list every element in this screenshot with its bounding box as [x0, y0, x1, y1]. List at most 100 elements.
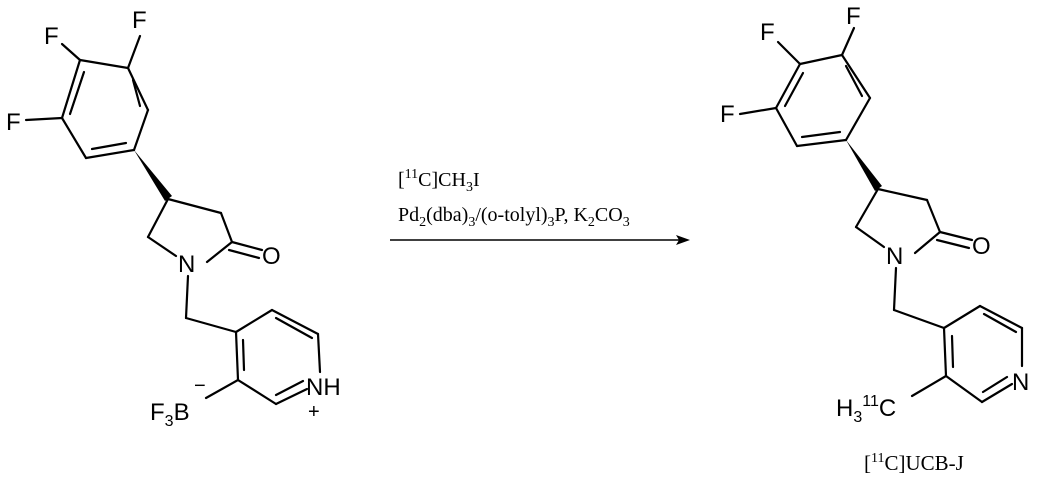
bond — [146, 197, 170, 239]
bond — [738, 106, 778, 116]
carbonyl-oxygen: O — [972, 233, 991, 260]
subscript: 2 — [588, 215, 595, 230]
bond — [798, 53, 844, 66]
bond — [146, 235, 178, 258]
fluorine-atom: F — [132, 7, 147, 34]
pyridinium-nh: NH — [306, 374, 341, 401]
isotope-superscript: 11 — [405, 167, 418, 182]
bf3-fluorine: F — [150, 399, 165, 426]
subscript: 2 — [419, 215, 426, 230]
bond — [227, 248, 261, 260]
bond — [844, 64, 864, 98]
bond — [935, 238, 971, 250]
bond — [854, 225, 886, 249]
lactam-nitrogen: N — [886, 243, 903, 270]
fluorine-atom: F — [720, 101, 735, 128]
bond — [274, 379, 305, 397]
bond — [205, 240, 234, 264]
bond — [840, 53, 872, 100]
bond — [184, 316, 238, 334]
bond — [274, 316, 314, 340]
methyl-iodide-text: C]CH — [418, 169, 466, 191]
bond — [274, 387, 309, 406]
positive-charge: + — [308, 401, 320, 423]
subscript: 3 — [623, 215, 630, 230]
bond — [60, 116, 88, 160]
bond — [78, 58, 130, 70]
bond — [84, 148, 136, 160]
bond — [892, 308, 946, 330]
bf3-subscript: 3 — [165, 413, 174, 430]
carbonate-text: CO — [595, 204, 623, 226]
bond — [132, 108, 150, 152]
fluorine-atom: F — [846, 3, 861, 30]
methyl-hydrogen: H — [836, 395, 853, 422]
bond — [942, 304, 982, 330]
bond — [840, 26, 856, 57]
bond — [204, 378, 240, 400]
fluorine-atom: F — [6, 109, 21, 136]
bond — [234, 308, 274, 334]
bond — [800, 130, 842, 139]
bond — [844, 96, 872, 142]
precursor-molecule: F F F N O NH + − F3B — [6, 7, 341, 430]
bond — [925, 198, 942, 234]
subscript: 3 — [466, 180, 473, 195]
dba-text: (dba) — [426, 204, 468, 226]
wedge-bond — [134, 150, 172, 201]
bond — [938, 230, 974, 242]
subscript: 3 — [468, 215, 475, 230]
bond — [876, 187, 929, 202]
conditions-line-1: [11C]CH3I — [398, 167, 480, 195]
fluorine-atom: F — [44, 23, 59, 50]
pyridine-nitrogen: N — [1012, 369, 1029, 396]
bond — [944, 374, 984, 404]
fluorine-atom: F — [760, 19, 775, 46]
bond — [60, 58, 82, 120]
bond — [241, 338, 246, 372]
bond — [776, 40, 802, 66]
bond — [126, 66, 150, 112]
bond — [980, 382, 1014, 404]
carbon-11-methyl-label: H311C — [836, 393, 896, 426]
subscript: 3 — [548, 215, 555, 230]
bond — [981, 375, 1009, 394]
boron-atom: B — [174, 399, 190, 426]
bond — [774, 62, 802, 110]
methyl-carbon: C — [879, 395, 896, 422]
isotope-superscript: 11 — [862, 393, 879, 410]
conditions-line-2: Pd2(dba)3/(o-tolyl)3P, K2CO3 — [398, 204, 630, 230]
bond — [774, 106, 799, 148]
bond — [234, 330, 240, 382]
bond — [910, 374, 948, 398]
phosphine-potassium-text: P, K — [555, 204, 589, 226]
lactam-nitrogen: N — [178, 251, 195, 278]
bond — [795, 138, 848, 148]
palladium-text: Pd — [398, 204, 419, 226]
bond — [942, 326, 948, 378]
negative-charge: − — [194, 375, 206, 397]
bond — [131, 78, 142, 108]
iodine-text: I — [473, 169, 480, 191]
bond — [230, 240, 264, 252]
reaction-arrow-head — [676, 235, 690, 245]
bond — [184, 274, 190, 320]
product-molecule: F F F N O N H311C — [720, 3, 1029, 426]
bond — [68, 70, 86, 116]
tolyl-text: /(o-tolyl) — [475, 204, 547, 226]
bond — [166, 197, 223, 215]
bond — [316, 332, 322, 374]
bond — [913, 230, 942, 255]
compound-name: C]UCB-J — [884, 451, 963, 475]
bond — [236, 378, 278, 406]
bond — [978, 304, 1024, 330]
bond — [60, 42, 82, 62]
bracket-text: [ — [398, 169, 405, 191]
bond — [126, 34, 142, 70]
bond — [950, 334, 955, 369]
bond — [892, 266, 898, 312]
isotope-superscript: 11 — [871, 451, 884, 466]
bond — [219, 211, 234, 244]
bond — [90, 141, 128, 151]
